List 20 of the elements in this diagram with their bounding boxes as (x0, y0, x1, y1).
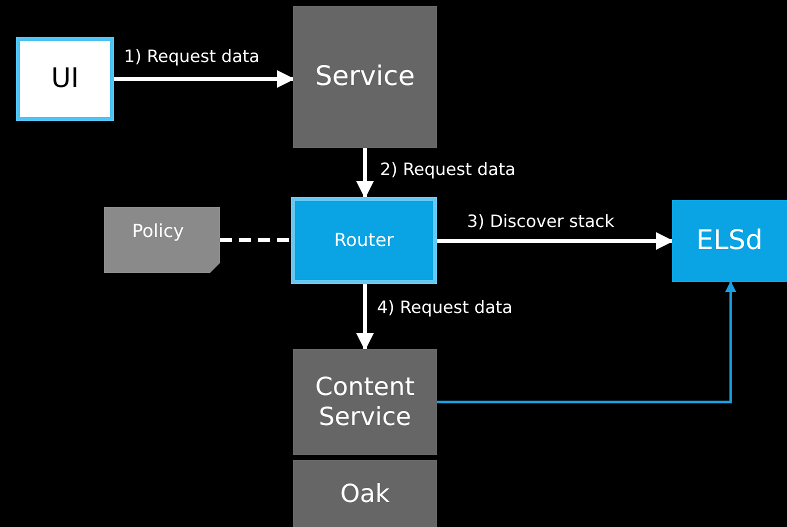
node-label: Oak (340, 478, 390, 508)
process-box (293, 460, 437, 527)
node-label: ELSd (696, 224, 763, 258)
arrow (437, 232, 674, 250)
node-label: Router (334, 230, 394, 252)
arrow (356, 148, 374, 199)
edge-label: 3) Discover stack (465, 212, 616, 232)
node-label: Policy (132, 221, 184, 243)
node-label: UI (51, 62, 79, 96)
process-box (293, 6, 437, 148)
node-label: Service (315, 60, 415, 94)
process-box (293, 349, 437, 455)
process-box (672, 200, 787, 282)
arrow (437, 280, 736, 404)
dashed-connector (220, 238, 291, 242)
arrow (114, 70, 295, 88)
process-box (291, 197, 437, 284)
process-box (16, 37, 114, 121)
arrow (356, 284, 374, 351)
node-label: Content Service (314, 372, 416, 432)
